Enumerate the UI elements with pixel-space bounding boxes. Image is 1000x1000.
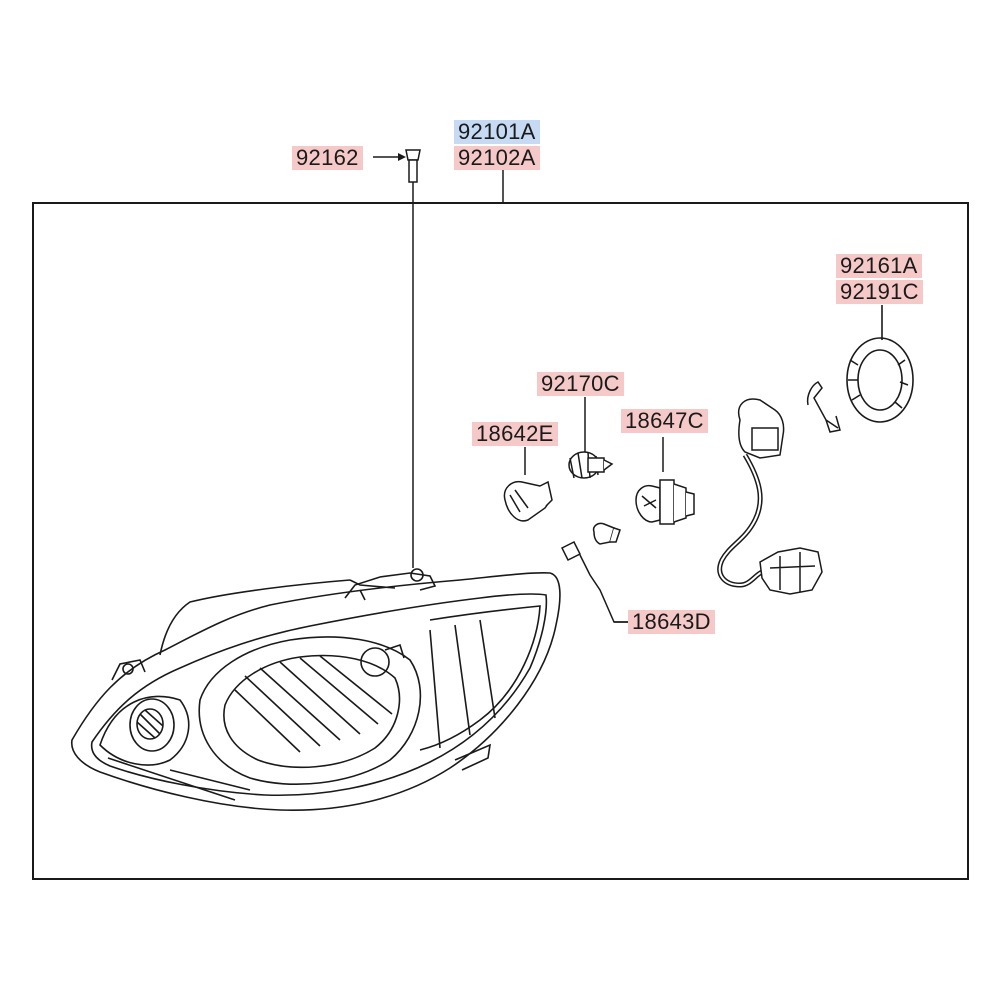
part-label-92170C[interactable]: 92170C <box>537 372 624 396</box>
wiring-harness[interactable] <box>717 398 823 595</box>
part-label-92102A[interactable]: 92102A <box>454 146 540 170</box>
bulb-18647C[interactable] <box>635 437 695 525</box>
dust-cap-92161A[interactable] <box>846 305 914 423</box>
part-label-92101A[interactable]: 92101A <box>454 120 540 144</box>
part-label-18643D[interactable]: 18643D <box>628 610 715 634</box>
bulb-18642E[interactable] <box>503 447 553 522</box>
part-label-18642E[interactable]: 18642E <box>472 422 558 446</box>
socket-92170C[interactable] <box>568 397 614 479</box>
retaining-clip[interactable] <box>806 381 841 433</box>
screw-92162[interactable] <box>373 149 421 568</box>
part-label-92162[interactable]: 92162 <box>292 146 363 170</box>
part-label-18647C[interactable]: 18647C <box>621 409 708 433</box>
part-label-92191C[interactable]: 92191C <box>836 280 923 304</box>
diagram-frame <box>32 202 969 880</box>
part-label-92161A[interactable]: 92161A <box>836 254 922 278</box>
headlamp-assembly[interactable] <box>71 568 561 812</box>
bulb-18643D[interactable] <box>560 522 628 623</box>
